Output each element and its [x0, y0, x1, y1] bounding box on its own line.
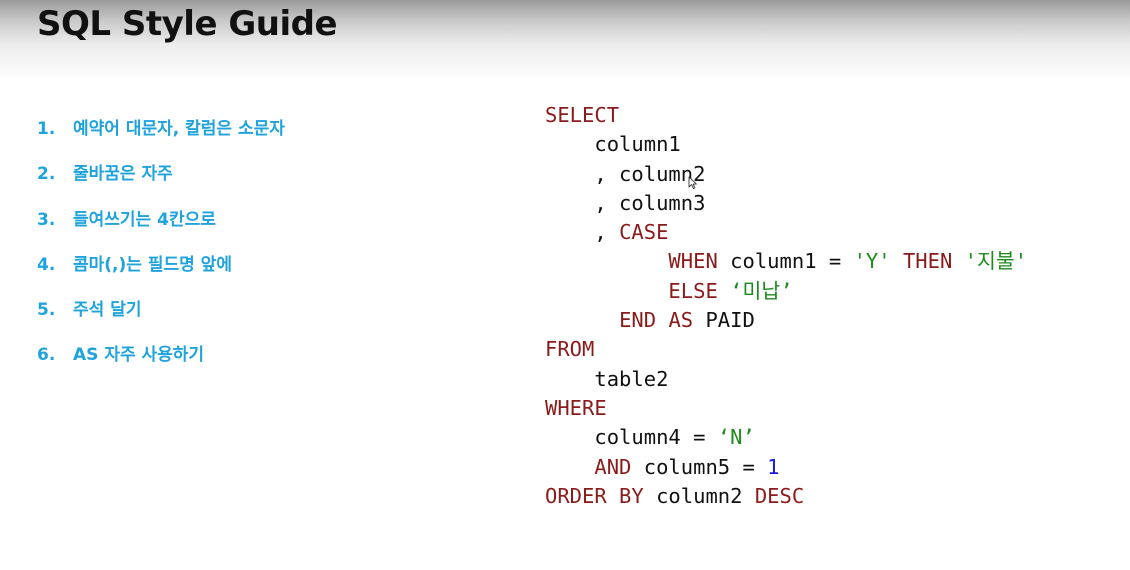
slide-header: SQL Style Guide: [0, 0, 1130, 80]
list-item-number: 6.: [37, 345, 56, 366]
code-line: WHEN column1 = 'Y' THEN '지불': [545, 247, 1027, 276]
slide-title: SQL Style Guide: [37, 4, 338, 44]
list-item-number: 1.: [37, 119, 56, 139]
style-guide-list: 1. 예약어 대문자, 칼럼은 소문자 2. 줄바꿈은 자주 3. 들여쓰기는 4칸으…: [37, 115, 285, 387]
list-item: 5. 주석 달기: [37, 296, 285, 341]
list-item-number: 2.: [37, 164, 56, 185]
sql-string: '지불': [964, 249, 1028, 274]
list-item-number: 3.: [37, 209, 56, 230]
list-item: 2. 줄바꿈은 자주: [37, 160, 285, 205]
sql-keyword: END: [619, 308, 657, 333]
sql-text: [891, 249, 903, 273]
list-item: 4. 콤마(,)는 필드명 앞에: [37, 251, 285, 296]
sql-keyword: FROM: [545, 337, 595, 362]
code-line: , column2: [545, 160, 1027, 189]
list-item-text: AS 자주 사용하기: [73, 345, 205, 366]
list-item-text: 들여쓰기는 4칸으로: [73, 209, 216, 230]
sql-text: ,: [594, 220, 620, 245]
code-line: ELSE ‘미납’: [545, 277, 1027, 306]
sql-text: [718, 279, 730, 303]
sql-number: 1: [767, 454, 780, 479]
list-item: 1. 예약어 대문자, 칼럼은 소문자: [37, 115, 285, 160]
sql-string: 'Y': [853, 249, 891, 274]
code-line: END AS PAID: [545, 306, 1027, 335]
code-line: column1: [545, 130, 1027, 159]
list-item-text: 콤마(,)는 필드명 앞에: [73, 254, 232, 275]
sql-keyword: ORDER BY: [545, 483, 644, 508]
sql-text: column1: [594, 132, 681, 157]
list-item: 3. 들여쓰기는 4칸으로: [37, 206, 285, 251]
code-line: WHERE: [545, 394, 1027, 423]
code-line: table2: [545, 365, 1027, 394]
code-line: , CASE: [545, 218, 1027, 247]
sql-text: [656, 308, 668, 332]
sql-keyword: WHEN: [668, 249, 718, 274]
sql-text: [952, 249, 964, 273]
sql-string: ‘미납’: [730, 278, 793, 303]
list-item-text: 예약어 대문자, 칼럼은 소문자: [73, 119, 285, 139]
sql-keyword: AS: [668, 308, 694, 333]
sql-keyword: THEN: [902, 249, 953, 274]
sql-text: table2: [594, 366, 669, 391]
sql-text: , column3: [594, 190, 706, 215]
sql-string: ‘N’: [717, 425, 755, 450]
sql-text: column1 =: [717, 249, 854, 274]
list-item-text: 줄바꿈은 자주: [73, 164, 173, 185]
code-line: , column3: [545, 189, 1027, 218]
mouse-pointer-icon: [688, 176, 697, 190]
sql-keyword: CASE: [619, 220, 669, 245]
sql-keyword: ELSE: [668, 278, 718, 303]
code-line: SELECT: [545, 101, 1027, 130]
code-line: FROM: [545, 335, 1027, 364]
sql-code-block: SELECT column1 , column2 , column3 , CAS…: [545, 101, 1027, 511]
sql-keyword: DESC: [754, 483, 805, 508]
code-line: AND column5 = 1: [545, 453, 1027, 482]
sql-keyword: SELECT: [545, 103, 620, 127]
sql-text: column2: [643, 483, 755, 508]
sql-keyword: WHERE: [545, 395, 607, 420]
sql-text: column4 =: [594, 425, 718, 450]
list-item-number: 5.: [37, 300, 56, 321]
list-item: 6. AS 자주 사용하기: [37, 341, 285, 386]
sql-text: PAID: [693, 308, 755, 333]
sql-text: column5 =: [631, 454, 768, 479]
list-item-text: 주석 달기: [73, 300, 142, 321]
sql-keyword: AND: [594, 454, 632, 479]
list-item-number: 4.: [37, 254, 56, 275]
code-line: column4 = ‘N’: [545, 423, 1027, 452]
code-line: ORDER BY column2 DESC: [545, 482, 1027, 511]
